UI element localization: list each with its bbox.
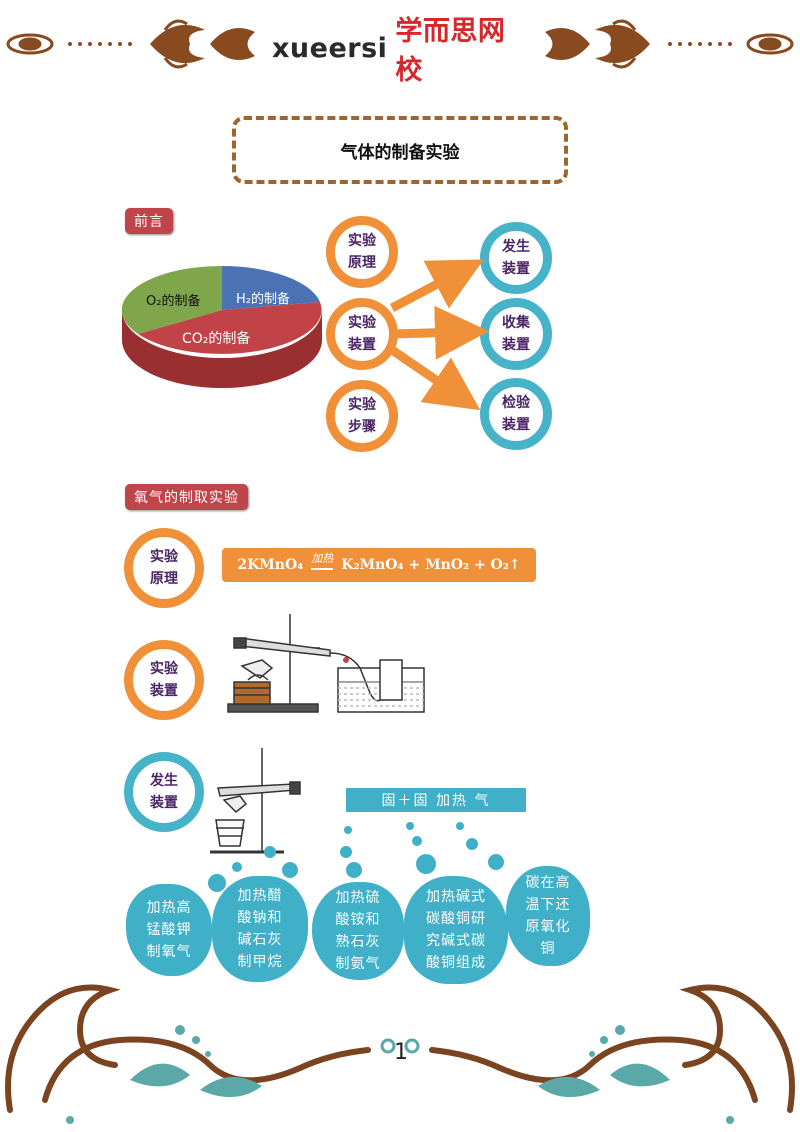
page-number: 1 [394,1040,408,1065]
footer-ornament [5,984,795,1124]
oxygen-tag: 氧气的制取实验 [125,484,248,510]
bubble [488,854,504,870]
formula-left: 2KMnO₄ [237,557,304,573]
bubble [282,862,298,878]
circle-generator: 发生 装置 [480,222,552,294]
bubble [456,822,464,830]
arrows [389,259,488,411]
bubble [412,836,422,846]
header-ornament [6,19,794,69]
cloud-ammonia: 加热硫 酸铵和 熟石灰 制氨气 [312,882,404,980]
title-box: 气体的制备实验 [232,116,568,184]
brand-en: xueersi [272,32,388,64]
cloud-copper-carbonate: 加热碱式 碳酸铜研 究碱式碳 酸铜组成 [404,876,508,984]
bubble [344,826,352,834]
bubble [466,838,478,850]
cloud-methane: 加热醋 酸钠和 碱石灰 制甲烷 [212,876,308,982]
pie-slice-co2 [138,302,322,354]
pie-label-h2: H₂的制备 [236,292,290,307]
cloud-kmno4: 加热高 锰酸钾 制氧气 [126,884,212,976]
circle-steps: 实验 步骤 [326,380,398,452]
formula-right: K₂MnO₄ + MnO₂ + O₂↑ [341,557,521,573]
circle-principle: 实验 原理 [326,216,398,288]
reaction-formula: 2KMnO₄ 加热 K₂MnO₄ + MnO₂ + O₂↑ [222,548,536,582]
bubble [406,822,414,830]
intro-tag: 前言 [125,208,173,234]
pie-label-o2: O₂的制备 [146,294,201,309]
circle-o2-generator: 发生 装置 [124,752,204,832]
bubble [232,862,242,872]
brand-cn: 学而思网校 [395,16,506,86]
brand-logo: xueersi 学而思网校 [272,16,532,86]
bubble [208,874,226,892]
pie-slice-o2 [121,265,222,334]
circle-collector: 收集 装置 [480,298,552,370]
pie-label-co2: CO₂的制备 [182,331,251,347]
bubble [346,862,362,878]
pie-slice-h2 [222,266,320,310]
bubble [416,854,436,874]
formula-condition: 加热 [311,550,334,570]
cloud-carbon-reduction: 碳在高 温下还 原氧化 铜 [506,866,590,966]
arrow-up [389,259,484,312]
generator-illustration [210,748,301,854]
arrow-mid [391,305,488,360]
apparatus-illustration [227,614,425,713]
pie-chart [121,265,322,388]
bubble [264,846,276,858]
circle-o2-principle: 实验 原理 [124,528,204,608]
condition-bar: 固＋固 加热 气 [346,788,526,812]
bubble [340,846,352,858]
circle-tester: 检验 装置 [480,378,552,450]
page-title: 气体的制备实验 [340,142,460,163]
arrow-down [389,346,481,411]
circle-o2-apparatus: 实验 装置 [124,640,204,720]
